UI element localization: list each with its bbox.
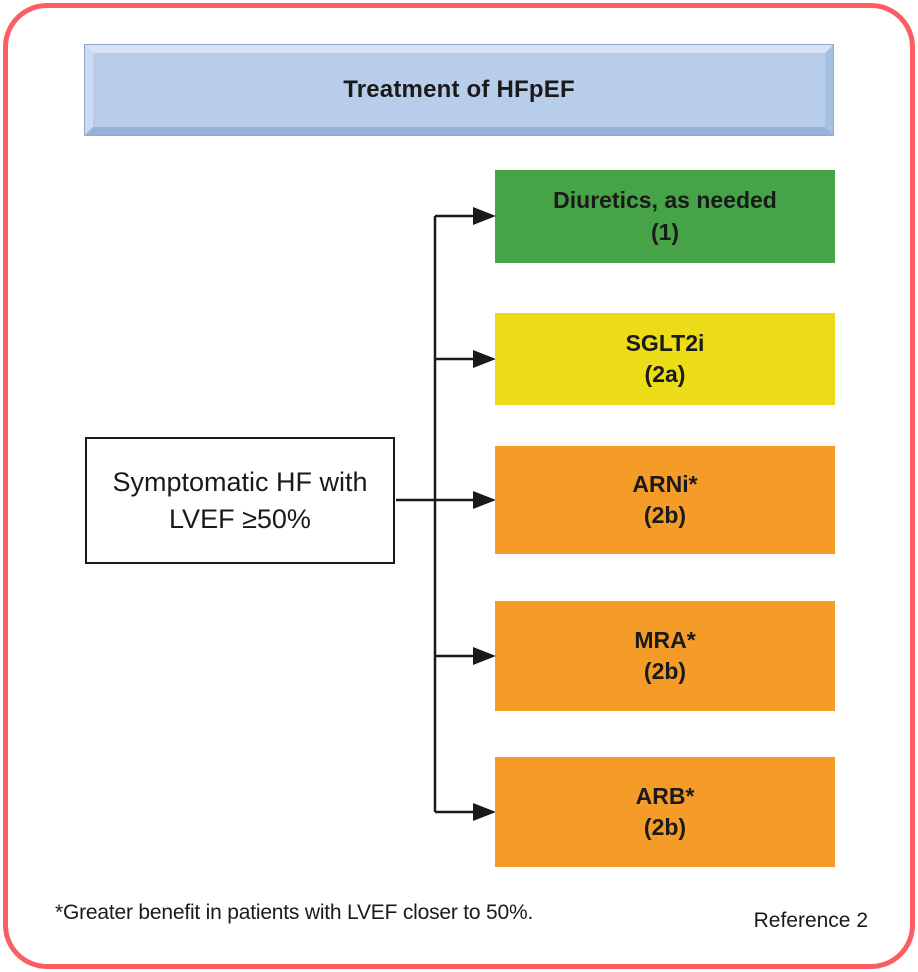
diagram-title: Treatment of HFpEF: [343, 76, 575, 103]
treatment-name: SGLT2i: [625, 329, 705, 356]
treatment-name: ARNi*: [632, 470, 698, 497]
treatment-box-arb: ARB* (2b): [495, 757, 835, 867]
treatment-class: (2b): [643, 658, 687, 684]
treatment-box-diuretics: Diuretics, as needed (1): [495, 170, 835, 263]
treatment-class: (2b): [643, 502, 687, 528]
treatment-name: Diuretics, as needed: [553, 187, 777, 214]
footnote-text: *Greater benefit in patients with LVEF c…: [55, 901, 534, 924]
treatment-name: MRA*: [634, 626, 696, 653]
treatment-box-sglt2i: SGLT2i (2a): [495, 313, 835, 405]
treatment-class: (2b): [643, 814, 687, 840]
patient-criteria-line2: LVEF ≥50%: [169, 503, 311, 534]
diagram-title-bar: Treatment of HFpEF: [85, 45, 833, 135]
patient-criteria-box: Symptomatic HF with LVEF ≥50%: [85, 437, 395, 564]
patient-criteria-line1: Symptomatic HF with: [112, 467, 368, 498]
treatment-class: (2a): [644, 361, 686, 387]
reference-label: Reference 2: [753, 909, 868, 932]
treatment-name: ARB*: [635, 782, 695, 809]
treatment-class: (1): [650, 218, 680, 245]
treatment-box-arni: ARNi* (2b): [495, 446, 835, 554]
treatment-box-mra: MRA* (2b): [495, 601, 835, 711]
